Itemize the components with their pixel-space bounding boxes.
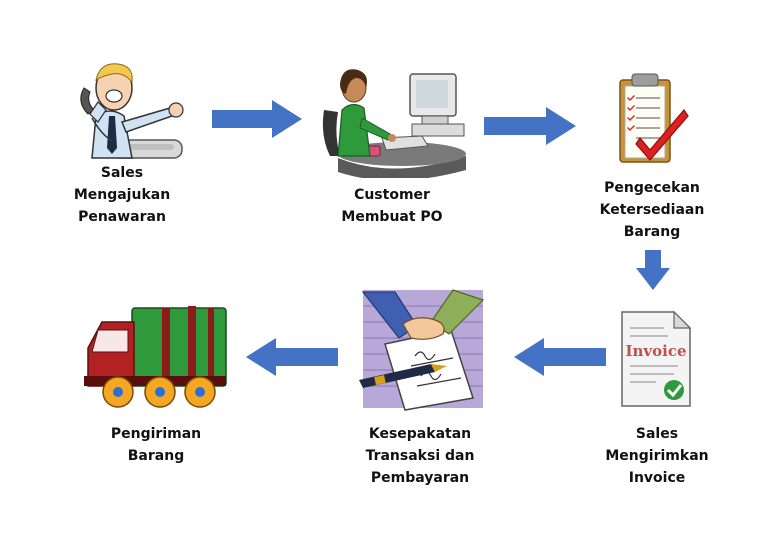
flow-arrow-right: [484, 107, 576, 145]
customer-computer-icon: [322, 69, 466, 178]
flow-arrow-left: [246, 338, 338, 376]
step-label: Pengecekan Ketersediaan Barang: [599, 180, 705, 240]
flow-arrow-down: [636, 250, 670, 290]
arrow-shape: [212, 100, 302, 138]
step-label: Customer Membuat PO: [341, 187, 443, 225]
step-label: Sales Mengirimkan Invoice: [605, 426, 709, 486]
step-label: Pengiriman Barang: [110, 426, 202, 464]
arrow-shape: [514, 338, 606, 376]
arrow-shape: [484, 107, 576, 145]
flow-arrow-right: [212, 100, 302, 138]
checklist-clipboard-icon: [619, 73, 689, 163]
delivery-truck-icon: [84, 306, 227, 408]
invoice-word: Invoice: [625, 342, 686, 360]
handshake-contract-icon: [359, 289, 485, 411]
step-label: Sales Mengajukan Penawaran: [73, 165, 171, 225]
arrow-shape: [636, 250, 670, 290]
arrow-shape: [246, 338, 338, 376]
invoice-document-icon: Invoice: [621, 310, 692, 407]
salesman-phone-icon: [80, 63, 184, 159]
flow-arrow-left: [514, 338, 606, 376]
step-label: Kesepakatan Transaksi dan Pembayaran: [365, 426, 475, 486]
